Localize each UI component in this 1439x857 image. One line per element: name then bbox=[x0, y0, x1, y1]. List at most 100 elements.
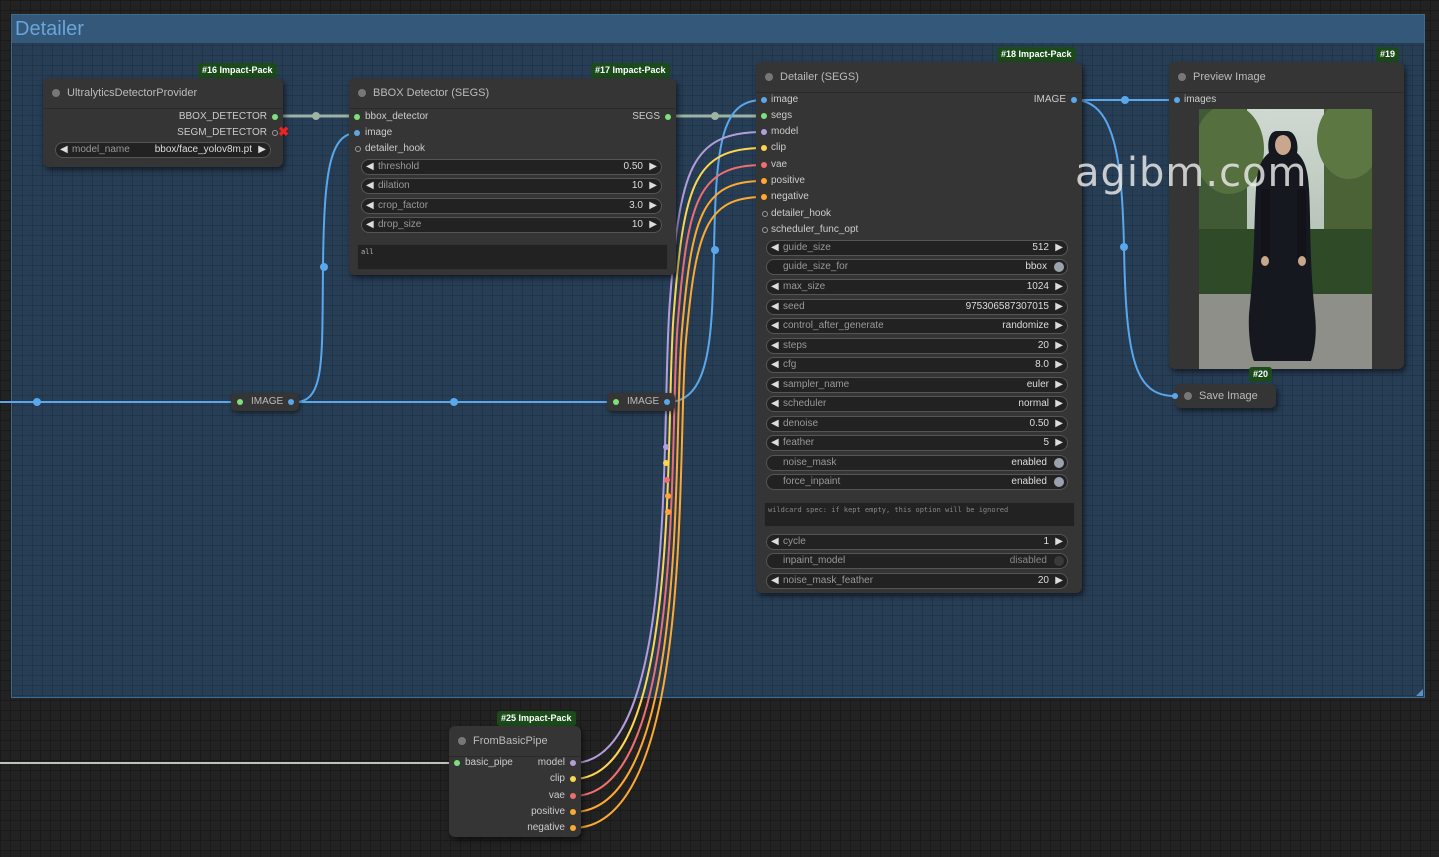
node-bbox-detector-segs[interactable]: BBOX Detector (SEGS) bbox_detector image… bbox=[349, 78, 676, 275]
arrow-right-icon[interactable]: ▶ bbox=[1055, 281, 1063, 292]
arrow-left-icon[interactable]: ◀ bbox=[771, 398, 779, 409]
collapse-dot-icon[interactable] bbox=[458, 737, 466, 745]
collapse-dot-icon[interactable] bbox=[52, 89, 60, 97]
output-slot-clip[interactable] bbox=[570, 776, 576, 782]
input-slot-vae[interactable] bbox=[761, 162, 767, 168]
arrow-right-icon[interactable]: ▶ bbox=[1055, 437, 1063, 448]
node-title[interactable]: BBOX Detector (SEGS) bbox=[349, 78, 676, 109]
arrow-right-icon[interactable]: ▶ bbox=[1055, 575, 1063, 586]
node-title[interactable]: UltralyticsDetectorProvider bbox=[43, 78, 283, 109]
node-title[interactable]: Detailer (SEGS) bbox=[756, 62, 1082, 93]
reroute-image-2[interactable]: IMAGE bbox=[607, 393, 675, 411]
output-slot-bbox-detector[interactable] bbox=[272, 114, 278, 120]
toggle-knob-icon[interactable] bbox=[1054, 262, 1064, 272]
arrow-left-icon[interactable]: ◀ bbox=[771, 242, 779, 253]
input-slot[interactable] bbox=[613, 399, 619, 405]
input-slot[interactable] bbox=[237, 399, 243, 405]
input-slot-bbox-detector[interactable] bbox=[354, 114, 360, 120]
output-slot-segs[interactable] bbox=[665, 114, 671, 120]
arrow-left-icon[interactable]: ◀ bbox=[771, 281, 779, 292]
input-slot-segs[interactable] bbox=[761, 113, 767, 119]
arrow-right-icon[interactable]: ▶ bbox=[649, 161, 657, 172]
input-slot-image[interactable] bbox=[761, 97, 767, 103]
input-slot-detailer-hook[interactable] bbox=[762, 211, 768, 217]
arrow-right-icon[interactable]: ▶ bbox=[1055, 301, 1063, 312]
output-slot-positive[interactable] bbox=[570, 809, 576, 815]
output-slot-segm-detector[interactable] bbox=[272, 130, 278, 136]
output-slot-negative[interactable] bbox=[570, 825, 576, 831]
node-ultralytics-detector-provider[interactable]: UltralyticsDetectorProvider BBOX_DETECTO… bbox=[43, 78, 289, 167]
arrow-left-icon[interactable]: ◀ bbox=[771, 301, 779, 312]
arrow-left-icon[interactable]: ◀ bbox=[771, 575, 779, 586]
arrow-left-icon[interactable]: ◀ bbox=[366, 180, 374, 191]
node-detailer-segs[interactable]: Detailer (SEGS) image segs model clip va… bbox=[756, 62, 1082, 593]
input-slot-scheduler-func-opt[interactable] bbox=[762, 227, 768, 233]
output-slot-vae[interactable] bbox=[570, 793, 576, 799]
arrow-right-icon[interactable]: ▶ bbox=[1055, 359, 1063, 370]
group-resize-handle[interactable] bbox=[1416, 689, 1423, 696]
arrow-left-icon[interactable]: ◀ bbox=[366, 161, 374, 172]
arrow-left-icon[interactable]: ◀ bbox=[771, 320, 779, 331]
arrow-left-icon[interactable]: ◀ bbox=[771, 536, 779, 547]
input-slot-basic-pipe[interactable] bbox=[454, 760, 460, 766]
toggle-knob-icon[interactable] bbox=[1054, 556, 1064, 566]
toggle-knob-icon[interactable] bbox=[1054, 458, 1064, 468]
arrow-right-icon[interactable]: ▶ bbox=[1055, 242, 1063, 253]
textarea-labels[interactable]: all bbox=[357, 244, 668, 270]
arrow-right-icon[interactable]: ▶ bbox=[649, 200, 657, 211]
group-title[interactable]: Detailer bbox=[12, 15, 1424, 43]
toggle-knob-icon[interactable] bbox=[1054, 477, 1064, 487]
node-save-image[interactable]: Save Image bbox=[1172, 384, 1276, 408]
input-slot-images[interactable] bbox=[1174, 97, 1180, 103]
reroute-image-1[interactable]: IMAGE bbox=[231, 393, 299, 411]
input-slot-detailer-hook[interactable] bbox=[355, 146, 361, 152]
arrow-left-icon[interactable]: ◀ bbox=[771, 418, 779, 429]
node-from-basic-pipe[interactable]: FromBasicPipe basic_pipe model clip vae … bbox=[449, 726, 581, 837]
collapse-dot-icon[interactable] bbox=[765, 73, 773, 81]
arrow-right-icon[interactable]: ▶ bbox=[1055, 398, 1063, 409]
arrow-right-icon[interactable]: ▶ bbox=[258, 144, 266, 155]
collapse-dot-icon[interactable] bbox=[1178, 73, 1186, 81]
arrow-left-icon[interactable]: ◀ bbox=[60, 144, 68, 155]
combo-model-name[interactable]: ◀ model_name bbox/face_yolov8m.pt ▶ bbox=[55, 142, 271, 158]
input-slot-image[interactable] bbox=[354, 130, 360, 136]
arrow-right-icon[interactable]: ▶ bbox=[1055, 379, 1063, 390]
input-slot-clip[interactable] bbox=[761, 145, 767, 151]
output-slot-model[interactable] bbox=[570, 760, 576, 766]
input-slot-positive[interactable] bbox=[761, 178, 767, 184]
arrow-right-icon[interactable]: ▶ bbox=[649, 180, 657, 191]
textarea-wildcard[interactable]: wildcard spec: if kept empty, this optio… bbox=[764, 502, 1075, 527]
input-slot-images[interactable] bbox=[1172, 393, 1178, 399]
output-slot[interactable] bbox=[664, 399, 670, 405]
output-slot[interactable] bbox=[288, 399, 294, 405]
arrow-left-icon[interactable]: ◀ bbox=[366, 219, 374, 230]
preview-image[interactable] bbox=[1199, 109, 1372, 369]
collapse-dot-icon[interactable] bbox=[1184, 392, 1192, 400]
arrow-right-icon[interactable]: ▶ bbox=[1055, 418, 1063, 429]
arrow-right-icon[interactable]: ▶ bbox=[1055, 340, 1063, 351]
arrow-left-icon[interactable]: ◀ bbox=[366, 200, 374, 211]
input-slot-model[interactable] bbox=[761, 129, 767, 135]
arrow-left-icon[interactable]: ◀ bbox=[771, 437, 779, 448]
input-slot-negative[interactable] bbox=[761, 194, 767, 200]
node-title[interactable]: Preview Image bbox=[1169, 62, 1404, 93]
arrow-right-icon[interactable]: ▶ bbox=[1055, 320, 1063, 331]
